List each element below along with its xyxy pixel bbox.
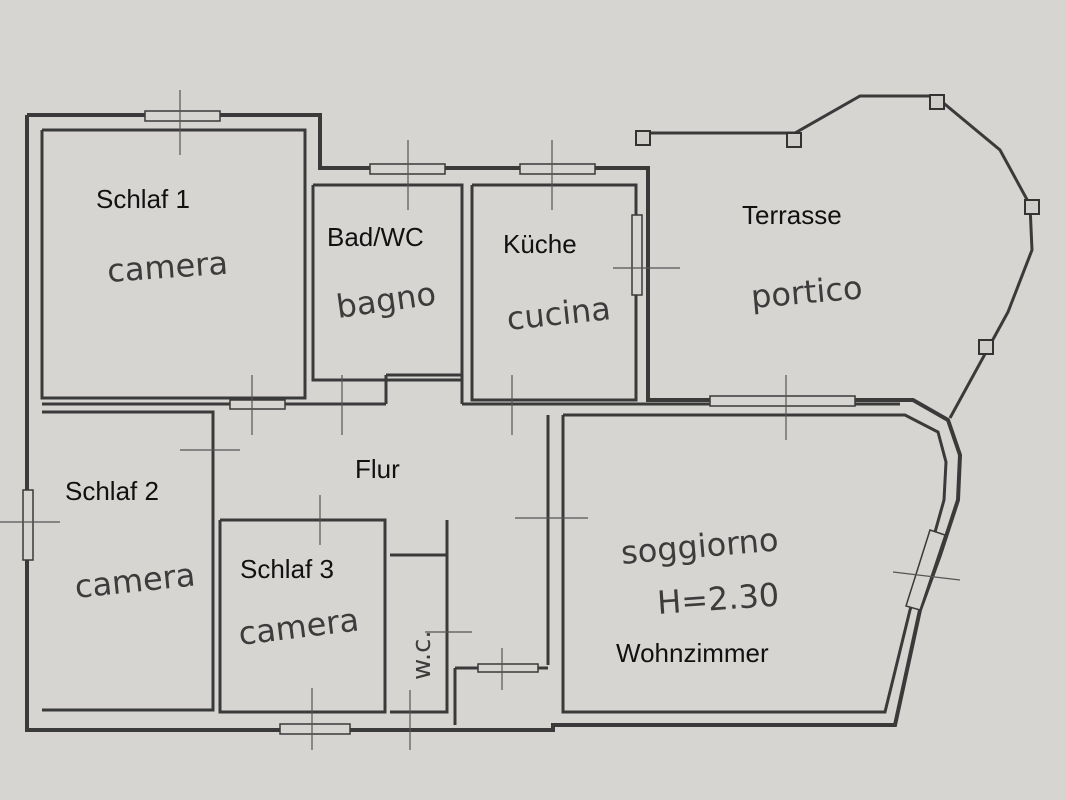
schlaf-1-label: Schlaf 1 bbox=[96, 184, 190, 214]
terrasse-label: Terrasse bbox=[742, 200, 842, 230]
flur-label: Flur bbox=[355, 454, 400, 484]
outer-walls bbox=[25, 113, 963, 732]
room-schlaf-2: Schlaf 2 camera bbox=[65, 476, 197, 606]
room-height-label: H=2.30 bbox=[656, 576, 780, 622]
room-terrasse: Terrasse portico bbox=[742, 200, 864, 316]
room-wc: w.c. bbox=[407, 630, 437, 680]
schlaf-3-camera-label: camera bbox=[236, 600, 361, 652]
wc-label: w.c. bbox=[407, 630, 437, 680]
room-flur: Flur bbox=[355, 454, 400, 484]
bagno-label: bagno bbox=[334, 274, 438, 326]
room-wohnzimmer: soggiorno H=2.30 Wohnzimmer bbox=[616, 520, 780, 668]
schlaf-1-camera-label: camera bbox=[106, 244, 229, 290]
schlaf-3-label: Schlaf 3 bbox=[240, 554, 334, 584]
soggiorno-label: soggiorno bbox=[619, 520, 780, 572]
portico-label: portico bbox=[749, 268, 864, 316]
bad-wc-label: Bad/WC bbox=[327, 222, 424, 252]
schlaf-2-camera-label: camera bbox=[73, 556, 197, 606]
room-schlaf-1: Schlaf 1 camera bbox=[96, 184, 229, 290]
interior-walls bbox=[42, 183, 948, 725]
room-kueche: Küche cucina bbox=[503, 229, 613, 338]
terrace-outline bbox=[635, 94, 1040, 419]
room-schlaf-3: Schlaf 3 camera bbox=[236, 554, 361, 653]
schlaf-2-label: Schlaf 2 bbox=[65, 476, 159, 506]
grid-ticks bbox=[0, 90, 961, 750]
room-bad-wc: Bad/WC bagno bbox=[327, 222, 438, 326]
cucina-label: cucina bbox=[505, 289, 613, 338]
wohnzimmer-label: Wohnzimmer bbox=[616, 638, 769, 668]
kueche-label: Küche bbox=[503, 229, 577, 259]
